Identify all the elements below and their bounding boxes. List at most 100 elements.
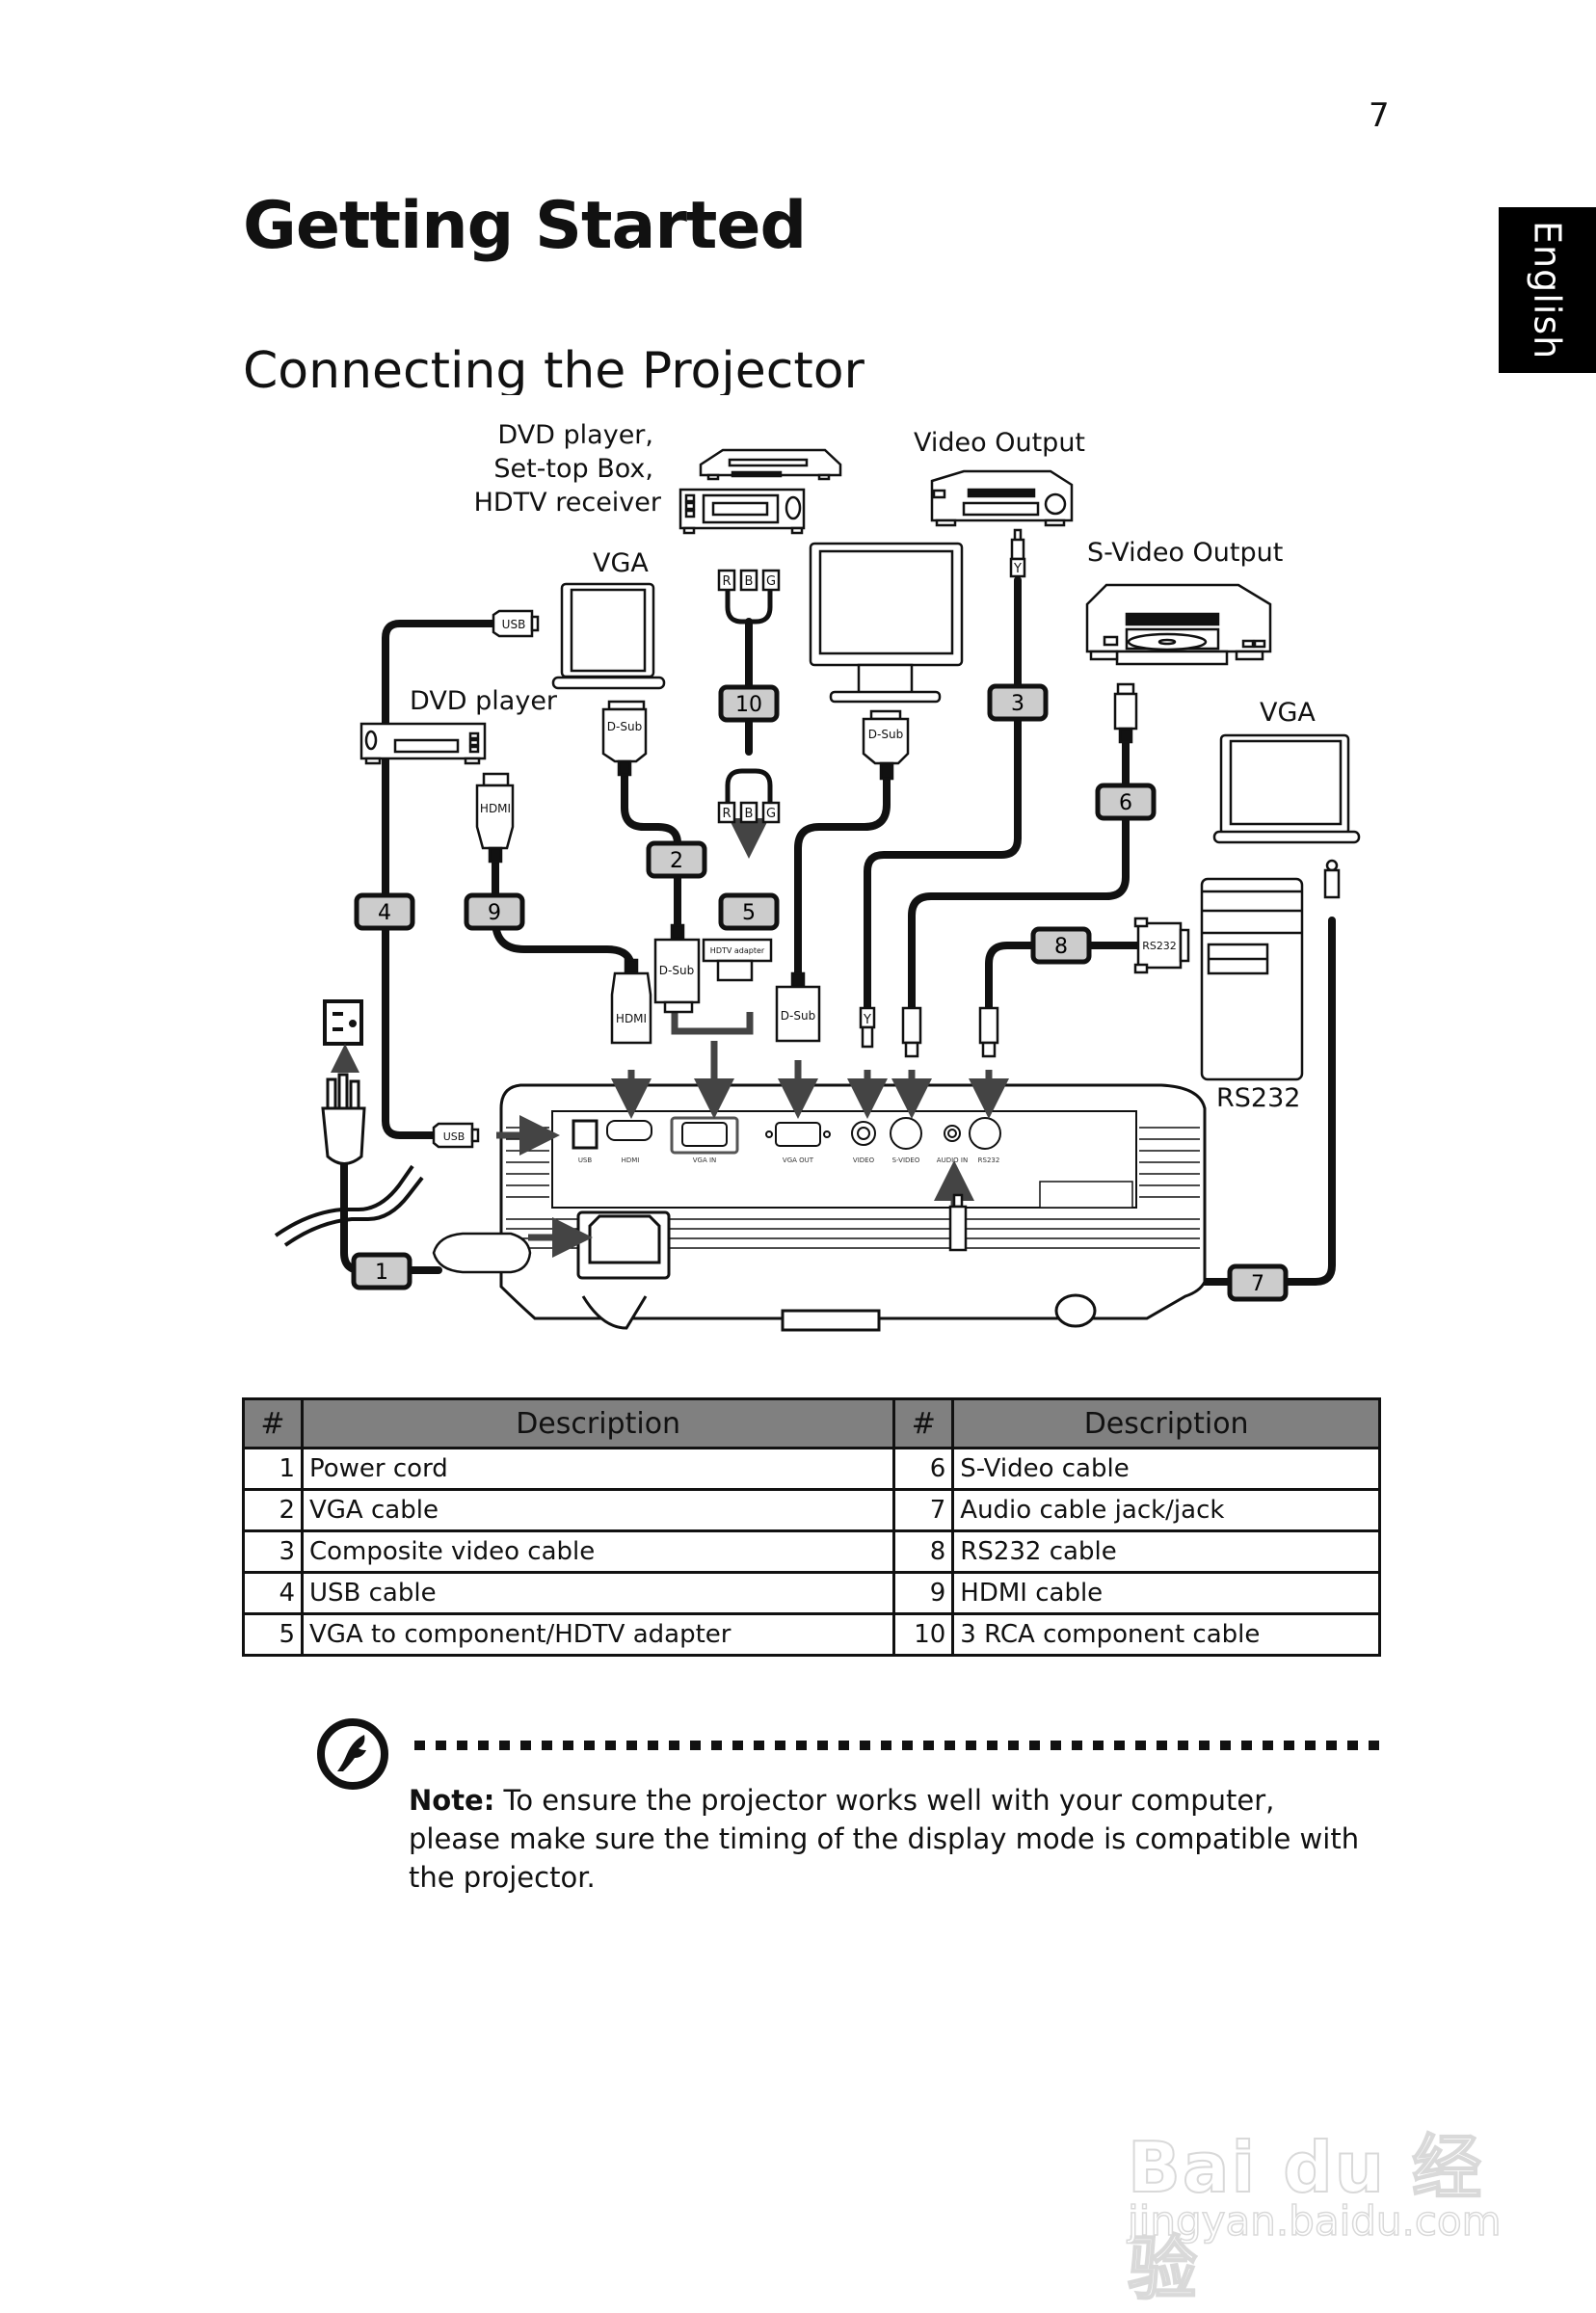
cell-desc: Audio cable jack/jack <box>951 1488 1381 1532</box>
rca-top-r: R <box>722 574 731 589</box>
cable-svideo <box>908 736 1130 1012</box>
monitor-device <box>809 542 964 704</box>
badge-4: 4 <box>354 892 415 931</box>
connector-label-hdmi-top: HDMI <box>480 802 511 815</box>
pc-tower-rs232 <box>1200 877 1304 1081</box>
connector-label-dsub-laptop: D-Sub <box>607 720 642 733</box>
connector-label-dsub-projector-in: D-Sub <box>659 964 694 977</box>
cable-table: # Description # Description 1 Power cord… <box>242 1397 1381 1657</box>
connector-label-usb-top: USB <box>502 618 526 631</box>
connection-diagram-detail: USB HDMI VGA IN VGA OUT VIDEO S-VIDEO AU… <box>274 420 1361 1332</box>
power-plug-icon <box>321 1073 366 1165</box>
cell-desc: USB cable <box>300 1571 896 1615</box>
port-usb <box>572 1119 598 1150</box>
rca-top-g: G <box>766 574 776 589</box>
port-label-hdmi: HDMI <box>622 1156 640 1164</box>
dvd-settop-hdtv-device <box>678 448 842 535</box>
svg-text:3: 3 <box>1011 692 1024 716</box>
header-num-2: # <box>892 1397 955 1449</box>
cell-desc: 3 RCA component cable <box>951 1612 1381 1657</box>
svg-text:7: 7 <box>1251 1272 1264 1296</box>
connector-label-composite-top: Y <box>1013 562 1022 576</box>
badge-7: 7 <box>1227 1263 1289 1302</box>
badge-1: 1 <box>351 1252 412 1290</box>
table-row: 1 Power cord 6 S-Video cable <box>242 1447 1381 1491</box>
device-label-dvd-player: DVD player <box>410 686 558 716</box>
projector-ports <box>572 1116 1001 1155</box>
cell-num: 8 <box>892 1529 955 1574</box>
header-desc-2: Description <box>951 1397 1381 1449</box>
header-num-1: # <box>242 1397 304 1449</box>
port-label-audio-in: AUDIO IN <box>937 1156 968 1164</box>
note: Note: To ensure the projector works well… <box>409 1781 1372 1897</box>
language-tab: English <box>1499 207 1596 373</box>
device-label-video-output: Video Output <box>914 428 1085 458</box>
table-row: 2 VGA cable 7 Audio cable jack/jack <box>242 1488 1381 1532</box>
table-row: 5 VGA to component/HDTV adapter 10 3 RCA… <box>242 1612 1381 1657</box>
cell-num: 4 <box>242 1571 304 1615</box>
note-pen-icon <box>317 1718 388 1790</box>
cable-vga-monitor <box>794 746 891 992</box>
svg-text:10: 10 <box>735 693 762 717</box>
note-label: Note: <box>409 1784 495 1817</box>
cell-num: 2 <box>242 1488 304 1532</box>
table-row: 3 Composite video cable 8 RS232 cable <box>242 1529 1381 1574</box>
table-header-row: # Description # Description <box>242 1397 1381 1449</box>
cell-desc: HDMI cable <box>951 1571 1381 1615</box>
cable-rs232 <box>985 942 1142 1012</box>
port-label-vga-out: VGA OUT <box>783 1156 814 1164</box>
badge-5: 5 <box>718 892 780 931</box>
projector-body <box>499 1083 1207 1332</box>
port-hdmi <box>606 1120 652 1141</box>
badge-9: 9 <box>464 892 525 931</box>
device-label-dvd-line2: Set-top Box, <box>493 454 653 484</box>
rca-bottom-r: R <box>722 807 731 821</box>
svg-text:8: 8 <box>1054 935 1068 959</box>
badge-6: 6 <box>1095 783 1157 821</box>
laptop-vga-left <box>551 582 666 690</box>
svg-text:2: 2 <box>670 849 683 873</box>
cell-num: 1 <box>242 1447 304 1491</box>
header-desc-1: Description <box>300 1397 896 1449</box>
connector-label-hdmi-bottom: HDMI <box>616 1012 647 1025</box>
cell-num: 10 <box>892 1612 955 1657</box>
cable-composite <box>864 576 1022 1012</box>
port-label-video: VIDEO <box>853 1156 875 1164</box>
badge-8: 8 <box>1030 926 1092 965</box>
device-label-vga-right: VGA <box>1260 698 1316 728</box>
laptop-vga-right <box>1212 733 1361 844</box>
port-label-vga-in: VGA IN <box>693 1156 717 1164</box>
port-label-svideo: S-VIDEO <box>892 1156 920 1164</box>
rca-bottom-g: G <box>766 807 776 821</box>
language-tab-label: English <box>1526 220 1569 360</box>
port-svideo <box>890 1117 922 1150</box>
rca-bottom-b: B <box>745 807 754 821</box>
connector-label-dsub-monitor: D-Sub <box>868 728 903 741</box>
note-body: To ensure the projector works well with … <box>409 1784 1360 1894</box>
cable-usb <box>382 620 497 1139</box>
cell-desc: RS232 cable <box>951 1529 1381 1574</box>
vcr-device <box>930 469 1074 527</box>
cell-desc: Power cord <box>300 1447 896 1491</box>
connector-label-rs232: RS232 <box>1142 940 1177 952</box>
cell-desc: S-Video cable <box>951 1447 1381 1491</box>
svg-text:4: 4 <box>378 901 391 925</box>
badge-10: 10 <box>718 684 780 723</box>
badge-3: 3 <box>987 683 1049 722</box>
connector-label-hdtv-adapter: HDTV adapter <box>710 946 765 955</box>
cell-desc: Composite video cable <box>300 1529 896 1574</box>
rca-top-b: B <box>745 574 754 589</box>
wall-outlet-icon <box>323 999 363 1046</box>
watermark-url: jingyan.baidu.com <box>1127 2196 1502 2246</box>
cell-num: 9 <box>892 1571 955 1615</box>
device-label-dvd-line3: HDTV receiver <box>474 488 662 518</box>
baidu-watermark: Bai du 经验 jingyan.baidu.com <box>1127 2043 1532 2310</box>
dvd-player-device <box>359 722 487 765</box>
cell-desc: VGA cable <box>300 1488 896 1532</box>
connector-label-usb-bottom: USB <box>443 1130 466 1143</box>
cell-desc: VGA to component/HDTV adapter <box>300 1612 896 1657</box>
cell-num: 7 <box>892 1488 955 1532</box>
cell-num: 6 <box>892 1447 955 1491</box>
connector-label-composite-bottom: Y <box>863 1013 871 1027</box>
device-label-dvd-line1: DVD player, <box>497 420 653 450</box>
